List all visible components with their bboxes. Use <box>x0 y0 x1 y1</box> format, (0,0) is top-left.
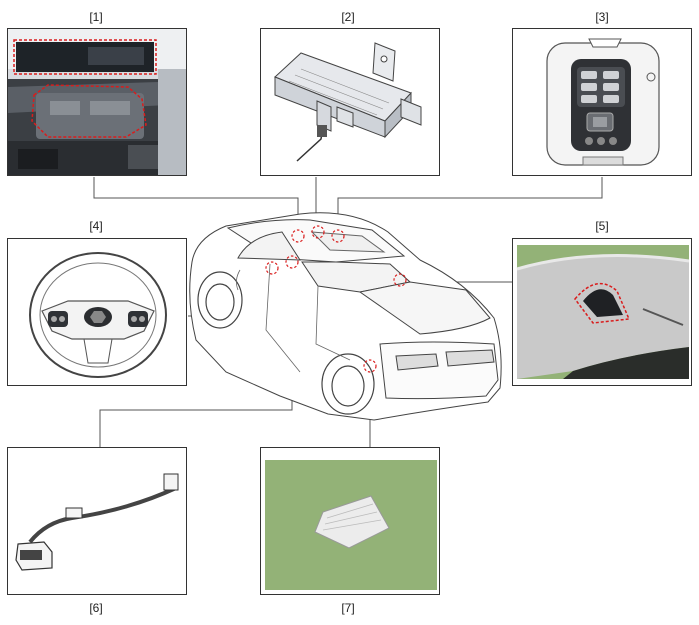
marker-5 <box>393 273 407 287</box>
callout-label-2: [2] <box>341 10 355 24</box>
antenna-module-icon <box>274 42 422 162</box>
door-lines <box>236 263 351 373</box>
callout-label-4: [4] <box>89 219 103 233</box>
panel-6-wiring-harness <box>7 447 187 595</box>
callout-label-7: [7] <box>341 601 355 615</box>
overhead-console-icon <box>546 38 660 166</box>
callout-label-1: [1] <box>89 10 103 24</box>
shark-fin-antenna-icon <box>516 245 690 379</box>
marker-6 <box>285 255 299 269</box>
callout-label-5: [5] <box>595 219 609 233</box>
callout-label-6: [6] <box>89 601 103 615</box>
sunroof <box>310 231 386 253</box>
panel-5-shark-fin-antenna <box>512 238 692 386</box>
callout-label-3: [3] <box>595 10 609 24</box>
marker-2 <box>311 225 325 239</box>
steering-wheel-icon <box>29 252 167 378</box>
marker-7 <box>363 359 377 373</box>
marker-4 <box>265 261 279 275</box>
panel-3-overhead-console <box>512 28 692 176</box>
panel-1-dashboard-display <box>7 28 187 176</box>
panel-7-wrapped-module <box>260 447 440 595</box>
marker-1 <box>291 229 305 243</box>
location-markers <box>265 225 407 373</box>
wiring-harness-icon <box>15 473 179 571</box>
panel-2-antenna-module <box>260 28 440 176</box>
wrapped-module-icon <box>265 460 437 590</box>
panel-4-steering-wheel <box>7 238 187 386</box>
marker-3 <box>331 229 345 243</box>
car-wheels <box>197 271 375 415</box>
display-panel-icon <box>8 29 186 175</box>
